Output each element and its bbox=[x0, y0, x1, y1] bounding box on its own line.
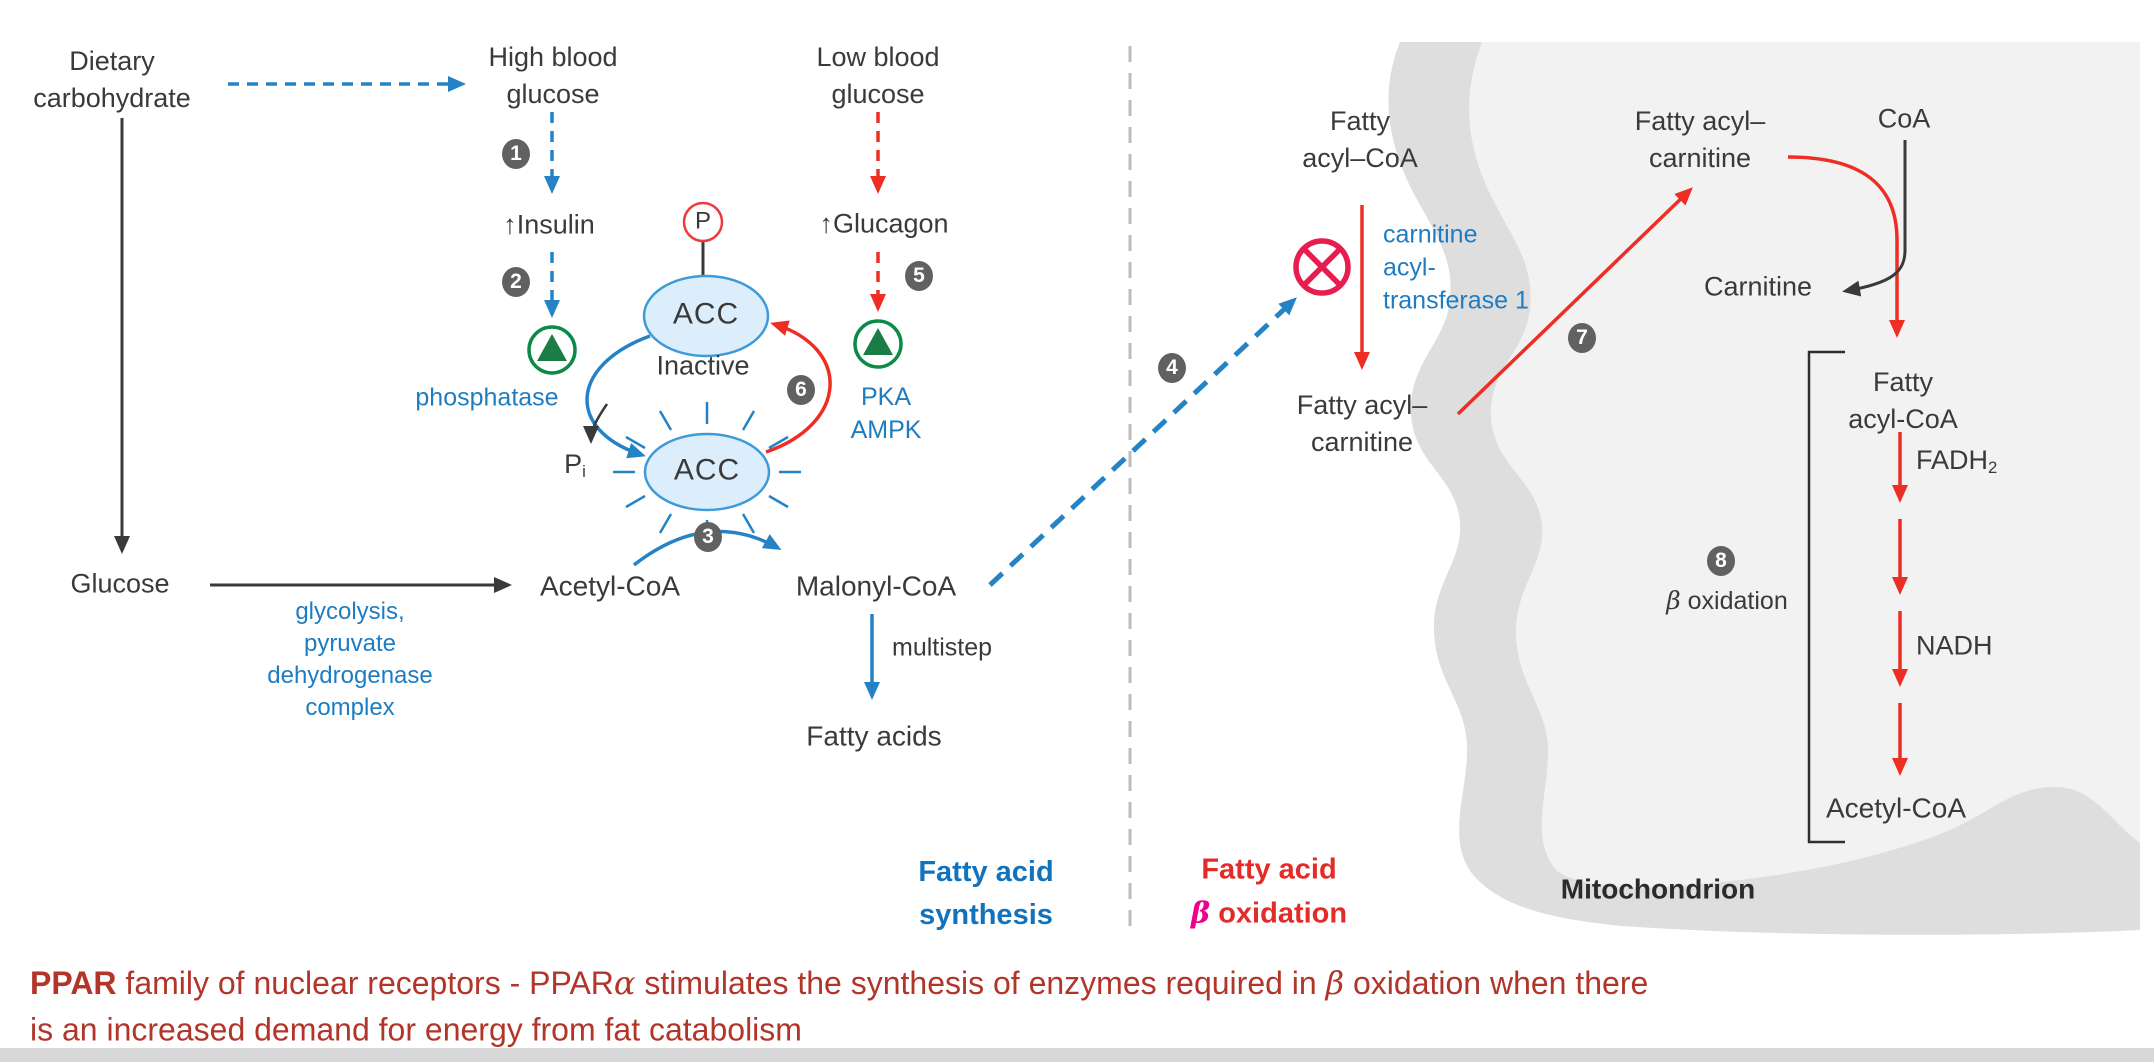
label-multistep: multistep bbox=[892, 633, 993, 662]
arrow-pka-ampk-loop bbox=[765, 320, 832, 454]
step-badge-1: 1 bbox=[502, 139, 530, 169]
glucagon-activation-icon bbox=[853, 319, 903, 369]
node-dietary-carbohydrate: Dietary carbohydrate bbox=[33, 46, 191, 113]
section-fatty-acid-synthesis: Fatty acid synthesis bbox=[918, 856, 1054, 931]
node-malonyl-coa: Malonyl-CoA bbox=[795, 570, 957, 602]
arrow-coa-to-carnitine-release bbox=[1842, 140, 1907, 297]
betaox-bracket bbox=[1807, 350, 1845, 844]
enzyme-pka-ampk: PKA AMPK bbox=[850, 383, 922, 444]
acc-inactive-state: Inactive bbox=[656, 350, 750, 381]
label-mitochondrion: Mitochondrion bbox=[1560, 873, 1756, 905]
beta-symbol: β bbox=[1666, 586, 1681, 615]
node-fatty-acyl-carnitine-matrix: Fatty acyl– carnitine bbox=[1634, 106, 1766, 173]
step-badge-4: 4 bbox=[1158, 353, 1186, 383]
caption-line-2: is an increased demand for energy from f… bbox=[30, 1011, 802, 1048]
node-acetyl-coa-matrix: Acetyl-CoA bbox=[1825, 792, 1967, 824]
step-badge-7: 7 bbox=[1568, 323, 1596, 353]
step-badge-2: 2 bbox=[502, 267, 530, 297]
arrow-malonyl-inhibits-cat1 bbox=[988, 297, 1297, 587]
node-fatty-acyl-carnitine-cytosol: Fatty acyl– carnitine bbox=[1296, 390, 1428, 457]
node-fatty-acids: Fatty acids bbox=[806, 720, 942, 752]
arrow-matrix-ester-to-fattyacylcoa bbox=[1787, 155, 1905, 338]
acc-active-label: ACC bbox=[673, 453, 741, 487]
phosphate-circle bbox=[682, 201, 724, 243]
enzyme-phosphatase: phosphatase bbox=[415, 383, 559, 412]
node-fadh2: FADH2 bbox=[1916, 444, 1998, 478]
step-badge-3: 3 bbox=[694, 522, 722, 552]
node-glucose: Glucose bbox=[70, 568, 170, 599]
node-acetyl-coa: Acetyl-CoA bbox=[539, 570, 681, 602]
step-badge-8: 8 bbox=[1707, 546, 1735, 576]
node-coa: CoA bbox=[1877, 103, 1931, 134]
acc-inactive-label: ACC bbox=[672, 297, 740, 331]
inhibition-icon bbox=[1293, 238, 1351, 296]
arrow-phosphatase-loop bbox=[585, 334, 651, 459]
acc-inactive-shape bbox=[642, 274, 770, 358]
step-badge-6: 6 bbox=[787, 375, 815, 405]
node-pi: Pi bbox=[564, 448, 586, 482]
arrow-carnitine-shuttle-into-matrix bbox=[1456, 187, 1693, 416]
node-fatty-acyl-coa-matrix: Fatty acyl-CoA bbox=[1848, 367, 1958, 434]
mitochondrion-matrix bbox=[1469, 42, 2140, 888]
node-glucagon: ↑Glucagon bbox=[819, 208, 949, 239]
bottom-gray-bar bbox=[0, 1048, 2154, 1062]
step-badge-5: 5 bbox=[905, 261, 933, 291]
enzyme-carnitine-acyltransferase-1: carnitine acyl- transferase 1 bbox=[1383, 220, 1529, 315]
node-high-blood-glucose: High blood glucose bbox=[488, 42, 618, 109]
enzyme-glycolysis-pdh: glycolysis, pyruvate dehydrogenase compl… bbox=[267, 598, 433, 721]
insulin-activation-icon bbox=[527, 325, 577, 375]
phosphate-label: P bbox=[694, 207, 712, 235]
node-low-blood-glucose: Low blood glucose bbox=[816, 42, 940, 109]
label-beta-oxidation: β oxidation bbox=[1666, 586, 1788, 615]
alpha-symbol: α bbox=[613, 964, 636, 1002]
acc-active-rays bbox=[613, 402, 801, 542]
node-insulin: ↑Insulin bbox=[503, 209, 595, 240]
node-fatty-acyl-coa-cytosol: Fatty acyl–CoA bbox=[1302, 106, 1418, 173]
node-carnitine: Carnitine bbox=[1703, 271, 1813, 302]
caption-line-1: PPAR family of nuclear receptors - PPARα… bbox=[30, 964, 1649, 1002]
arrow-pi-release bbox=[583, 403, 609, 444]
beta-symbol: β bbox=[1325, 964, 1345, 1002]
beta-symbol: β bbox=[1190, 895, 1211, 930]
acc-active-shape bbox=[643, 432, 771, 512]
node-nadh: NADH bbox=[1916, 630, 1993, 661]
